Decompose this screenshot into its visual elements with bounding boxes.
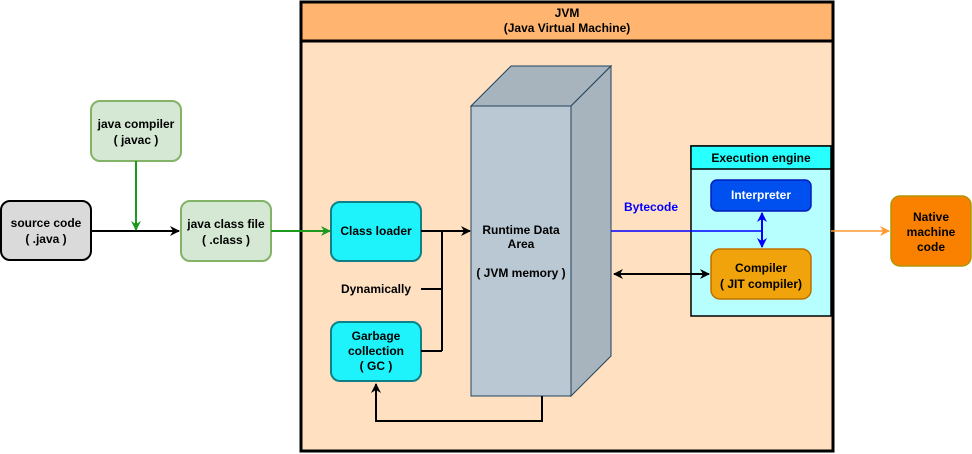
java-compiler-label: java compiler (97, 117, 175, 131)
gc-label-1: Garbage (352, 329, 401, 343)
execution-engine-title: Execution engine (711, 151, 811, 165)
native-label-2: machine (907, 225, 956, 239)
bytecode-label: Bytecode (624, 200, 678, 214)
source-code-node[interactable]: source code ( .java ) (0, 200, 92, 261)
runtime-label-2: Area (508, 237, 535, 251)
jit-compiler-node[interactable]: Compiler ( JIT compiler) (710, 248, 812, 300)
class-file-ext: ( .class ) (202, 233, 250, 247)
java-compiler-node[interactable]: java compiler ( javac ) (90, 100, 182, 162)
class-loader-node[interactable]: Class loader (330, 201, 422, 262)
gc-label-2: collection (348, 344, 404, 358)
dynamically-label: Dynamically (341, 282, 411, 296)
garbage-collection-node[interactable]: Garbage collection ( GC ) (330, 321, 422, 382)
source-code-ext: ( .java ) (25, 232, 66, 246)
class-file-node[interactable]: java class file ( .class ) (180, 200, 272, 262)
dynamic-connector (421, 226, 471, 352)
runtime-label-1: Runtime Data (482, 223, 560, 237)
native-label-3: code (917, 240, 945, 254)
edge-runtime-to-gc (371, 383, 543, 422)
gc-label-3: ( GC ) (360, 359, 393, 373)
runtime-data-area-node[interactable]: Runtime Data Area ( JVM memory ) (469, 64, 613, 398)
native-label-1: Native (913, 210, 949, 224)
jvm-subtitle: (Java Virtual Machine) (504, 21, 631, 35)
source-code-label: source code (11, 216, 82, 230)
jvm-title: JVM (555, 6, 580, 20)
runtime-label-3: ( JVM memory ) (476, 266, 565, 280)
jit-label-1: Compiler (735, 261, 787, 275)
jit-label-2: ( JIT compiler) (720, 277, 802, 291)
jvm-header (299, 0, 835, 43)
bytecode-edge (611, 212, 767, 248)
class-loader-label: Class loader (340, 224, 412, 238)
interpreter-node[interactable]: Interpreter (710, 179, 812, 212)
java-compiler-sub: ( javac ) (114, 133, 159, 147)
interpreter-label: Interpreter (731, 188, 791, 202)
native-code-node[interactable]: Native machine code (890, 195, 972, 267)
class-file-label: java class file (186, 217, 265, 231)
